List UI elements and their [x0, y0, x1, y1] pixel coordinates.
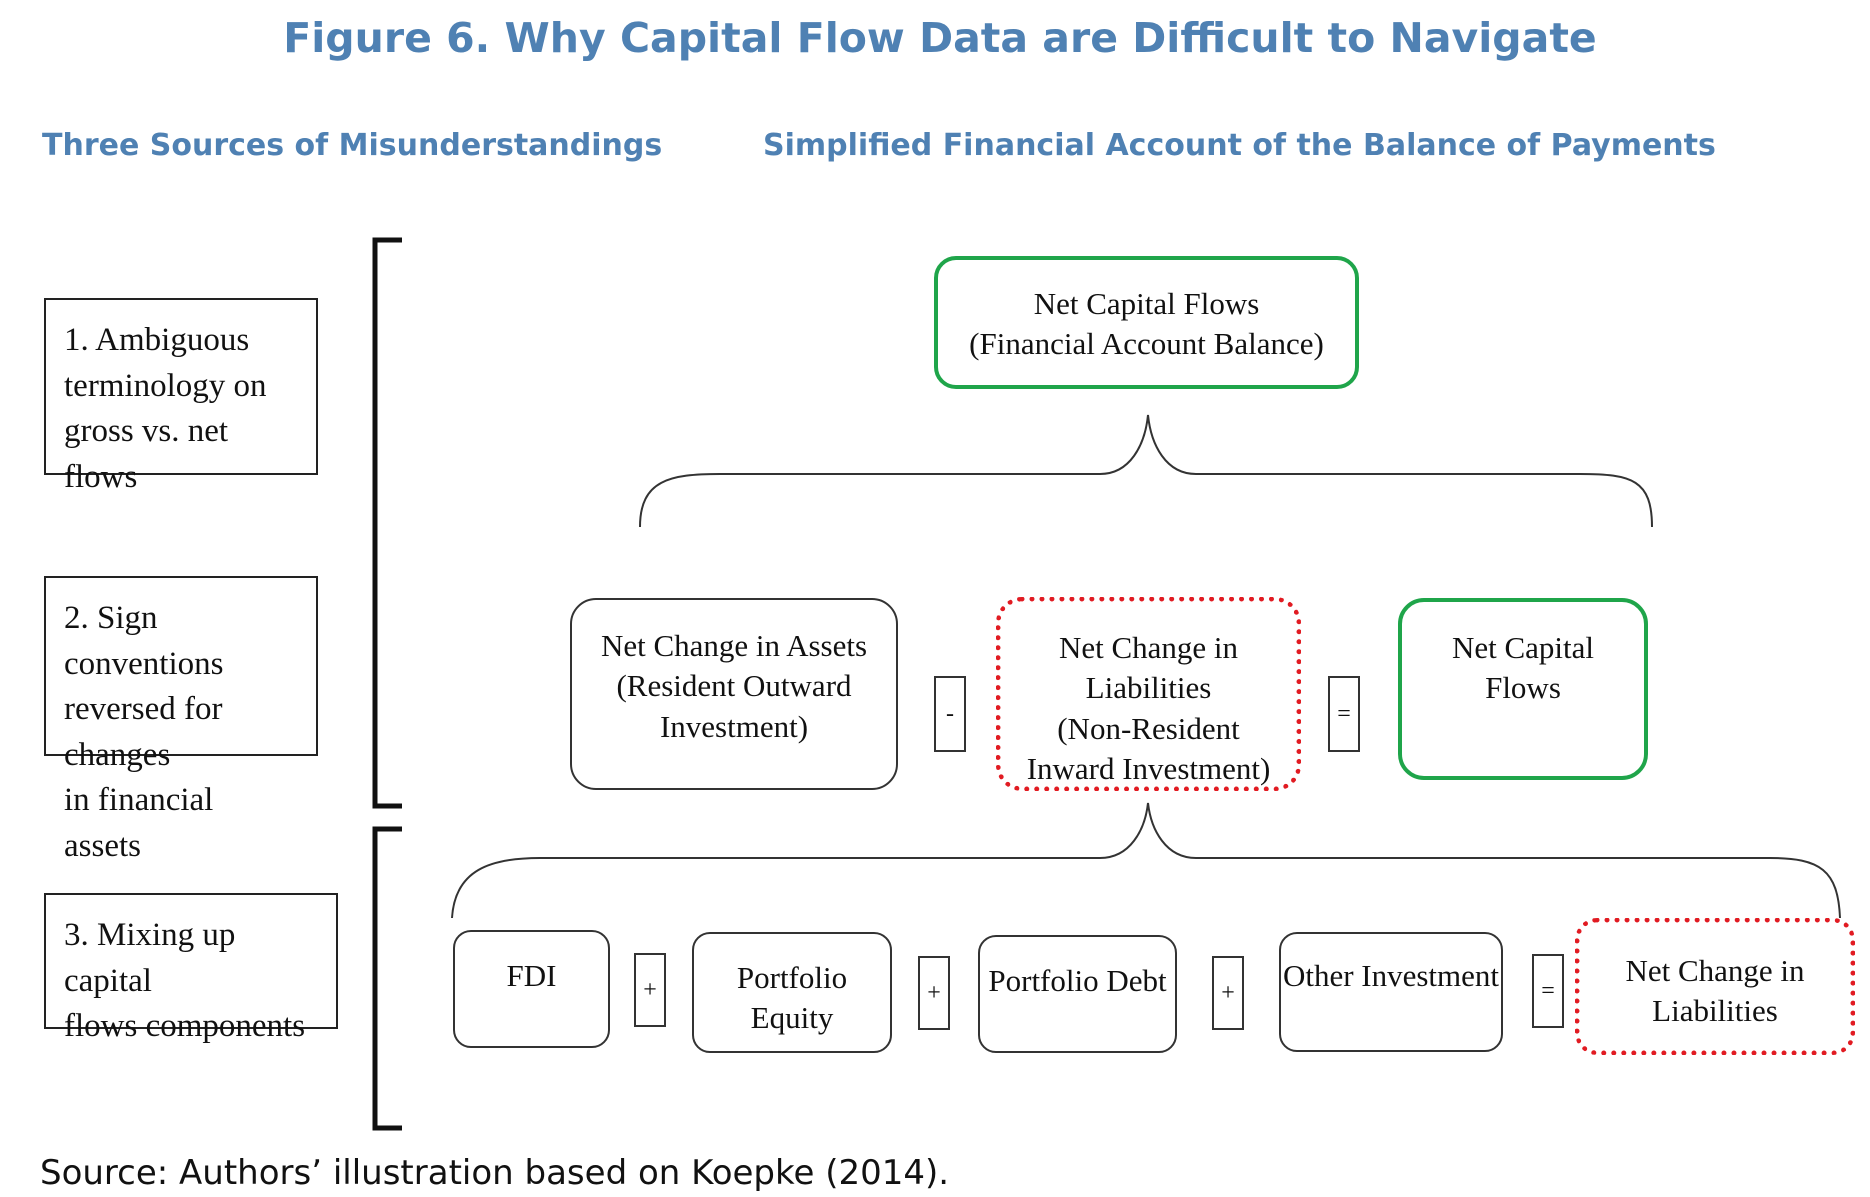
source-3-line: 3. Mixing up capital — [64, 917, 236, 999]
net-capital-flows-result-box: Net Capital Flows — [1398, 598, 1648, 780]
liabilities-line: (Non-Resident — [1057, 710, 1240, 746]
plus-operator-1: + — [634, 953, 666, 1027]
fdi-box: FDI — [453, 930, 610, 1048]
net-change-liabilities-result-box: Net Change in Liabilities — [1575, 918, 1855, 1055]
liabilities-line: Inward Investment) — [1026, 750, 1271, 786]
bottom-result-line: Net Change in — [1625, 953, 1805, 988]
result-line: Net Capital — [1451, 630, 1595, 665]
source-1-line: gross vs. net flows — [64, 413, 229, 495]
lower-bracket — [372, 826, 402, 1131]
top-box-line: (Financial Account Balance) — [969, 326, 1324, 362]
liabilities-line: Net Change in Liabilities — [1058, 630, 1239, 706]
net-change-liabilities-box: Net Change in Liabilities (Non-Resident … — [996, 597, 1301, 791]
top-box-line: Net Capital Flows — [1033, 286, 1260, 321]
minus-operator: - — [934, 676, 966, 752]
other-investment-label: Other Investment — [1282, 958, 1500, 993]
plus-operator-2: + — [918, 956, 950, 1030]
figure-title: Figure 6. Why Capital Flow Data are Diff… — [283, 14, 1597, 62]
portfolio-debt-label: Portfolio Debt — [988, 963, 1167, 998]
source-note: Source: Authors’ illustration based on K… — [40, 1153, 950, 1193]
equals-operator-bottom: = — [1532, 954, 1564, 1028]
portfolio-equity-box: Portfolio Equity — [692, 932, 892, 1053]
top-brace — [639, 414, 1653, 528]
other-investment-box: Other Investment — [1279, 932, 1503, 1052]
net-change-assets-box: Net Change in Assets (Resident Outward I… — [570, 598, 898, 790]
source-2-line: reversed for changes — [64, 691, 223, 773]
source-2-line: in financial assets — [64, 782, 214, 864]
plus-operator-3: + — [1212, 956, 1244, 1030]
source-1-line: terminology on — [64, 367, 267, 404]
fdi-label: FDI — [506, 958, 557, 993]
bottom-result-line: Liabilities — [1652, 993, 1778, 1029]
source-box-3: 3. Mixing up capital flows components — [44, 893, 338, 1044]
equals-operator: = — [1328, 676, 1360, 752]
assets-line: (Resident Outward — [616, 668, 852, 704]
middle-brace — [451, 802, 1841, 919]
assets-line: Investment) — [659, 708, 809, 744]
source-1-line: 1. Ambiguous — [64, 322, 250, 358]
source-box-2: 2. Sign conventions reversed for changes… — [44, 576, 318, 864]
portfolio-equity-label: Portfolio Equity — [736, 960, 848, 1036]
right-heading: Simplified Financial Account of the Bala… — [763, 128, 1716, 163]
assets-line: Net Change in Assets — [600, 628, 868, 663]
source-box-1: 1. Ambiguous terminology on gross vs. ne… — [44, 298, 318, 495]
portfolio-debt-box: Portfolio Debt — [978, 935, 1177, 1053]
upper-bracket — [372, 237, 402, 809]
result-line: Flows — [1485, 670, 1561, 706]
source-2-line: 2. Sign conventions — [64, 600, 224, 682]
source-3-line: flows components — [64, 1008, 306, 1045]
left-heading: Three Sources of Misunderstandings — [42, 128, 663, 163]
net-capital-flows-top-box: Net Capital Flows (Financial Account Bal… — [934, 256, 1359, 389]
